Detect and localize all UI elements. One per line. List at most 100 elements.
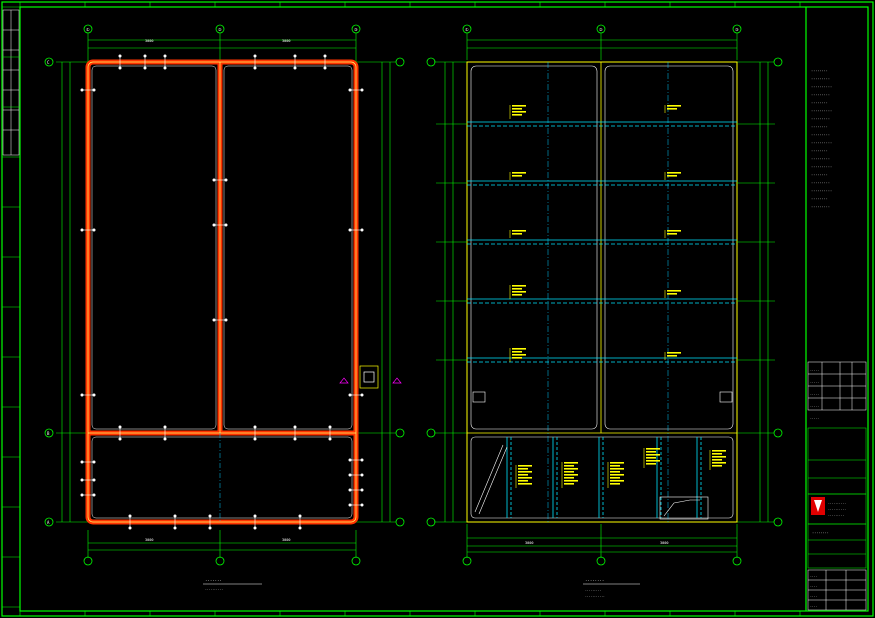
rebar-column xyxy=(552,437,558,518)
left-plan-axis-bubbles xyxy=(44,24,405,566)
rebar-tag xyxy=(607,462,624,488)
right-axis-label-1: ① xyxy=(465,27,469,32)
left-plan-sump-pit xyxy=(339,365,402,389)
left-axis-label-a: A xyxy=(47,520,50,525)
project-line: ········· xyxy=(828,513,844,517)
anchor-symbol xyxy=(80,478,96,482)
left-foundation-plan: ① ② ③ C B A 3000 3000 3000 3000 xyxy=(44,24,405,591)
sheet-row-text: ···· xyxy=(810,594,817,598)
note-line: ·········· xyxy=(811,109,832,113)
rebar-tag xyxy=(664,352,681,360)
left-axis-label-1: ① xyxy=(86,27,90,32)
sheet-row-text: ···· xyxy=(810,604,817,608)
right-plan-caption: ········ xyxy=(585,578,604,583)
left-axis-label-b: B xyxy=(47,431,50,436)
right-plan-rebar-tags xyxy=(509,105,726,488)
sheet-row-text: ···· xyxy=(810,584,817,588)
anchor-symbol xyxy=(348,458,364,462)
rebar-tag xyxy=(643,448,660,468)
anchor-symbol xyxy=(298,514,302,530)
note-line: ·········· xyxy=(811,141,832,145)
rebar-tag xyxy=(509,172,526,180)
rebar-band xyxy=(436,180,775,186)
rebar-tag xyxy=(664,230,681,238)
right-reinforcement-plan: ① ② ③ 3000 3000 xyxy=(426,24,783,598)
drawing-title: ········ xyxy=(812,531,829,535)
right-plan-slab-outline xyxy=(466,61,738,523)
anchor-symbol xyxy=(348,503,364,507)
note-line: ········· xyxy=(811,117,830,121)
title-row-text: ····· xyxy=(810,416,819,420)
anchor-symbol xyxy=(80,88,96,92)
anchor-symbol xyxy=(293,54,297,70)
anchor-symbol xyxy=(118,54,122,70)
left-plan-anchor-symbols xyxy=(80,54,364,530)
anchor-symbol xyxy=(348,393,364,397)
note-line: ········· xyxy=(811,93,830,97)
anchor-symbol xyxy=(173,514,177,530)
title-block-texts: ········································… xyxy=(810,368,846,608)
rebar-tag xyxy=(561,462,578,488)
sheet-row-text: ···· xyxy=(810,574,817,578)
title-row-text: ····· xyxy=(810,404,819,408)
anchor-symbol xyxy=(348,488,364,492)
anchor-symbol xyxy=(253,54,257,70)
anchor-symbol xyxy=(253,514,257,530)
left-plan-note: ·········· xyxy=(205,587,223,591)
left-plan-walls xyxy=(85,59,359,525)
rebar-tag xyxy=(509,348,526,362)
right-plan-ramp xyxy=(472,391,733,520)
note-line: ········ xyxy=(811,125,828,129)
rebar-band xyxy=(436,239,775,245)
anchor-symbol xyxy=(212,223,228,227)
right-plan-dimensions xyxy=(434,33,774,558)
rebar-tag xyxy=(709,450,726,470)
left-top-dim-2: 3000 xyxy=(282,39,290,43)
project-line: ·········· xyxy=(828,501,846,505)
anchor-symbol xyxy=(118,425,122,441)
anchor-symbol xyxy=(80,393,96,397)
anchor-symbol xyxy=(212,318,228,322)
rebar-column xyxy=(506,437,512,518)
anchor-symbol xyxy=(253,425,257,441)
anchor-symbol xyxy=(348,473,364,477)
title-row-text: ····· xyxy=(810,380,819,384)
right-plan-note-2: ··········· xyxy=(585,594,605,598)
note-line: ·········· xyxy=(811,165,832,169)
left-axis-label-c: C xyxy=(47,60,50,65)
right-plan-axis-bubbles xyxy=(426,24,783,566)
rebar-tag xyxy=(509,230,526,238)
left-binding-strip xyxy=(2,9,20,156)
anchor-symbol xyxy=(212,178,228,182)
left-plan-top-dimensions xyxy=(56,33,396,558)
anchor-symbol xyxy=(163,54,167,70)
rebar-tag xyxy=(664,172,681,180)
right-bottom-dim-1: 3000 xyxy=(525,541,533,545)
anchor-symbol xyxy=(128,514,132,530)
left-bottom-dim-1: 3000 xyxy=(145,538,153,542)
anchor-symbol xyxy=(293,425,297,441)
note-line: ········· xyxy=(811,77,830,81)
rebar-band xyxy=(436,121,775,127)
anchor-symbol xyxy=(80,460,96,464)
rebar-tag xyxy=(664,105,681,113)
anchor-symbol xyxy=(328,425,332,441)
title-row-text: ····· xyxy=(810,392,819,396)
border-grid-ticks xyxy=(2,2,801,616)
anchor-symbol xyxy=(143,54,147,70)
note-line: ·········· xyxy=(811,85,832,89)
anchor-symbol xyxy=(323,54,327,70)
anchor-symbol xyxy=(163,425,167,441)
left-top-dim-1: 3000 xyxy=(145,39,153,43)
anchor-symbol xyxy=(348,228,364,232)
note-line: ········ xyxy=(811,197,828,201)
right-axis-label-3: ③ xyxy=(735,27,739,32)
note-line: ·········· xyxy=(811,189,832,193)
anchor-symbol xyxy=(208,514,212,530)
left-plan-caption: ······· xyxy=(205,578,222,583)
note-line: ········· xyxy=(811,181,830,185)
rebar-band xyxy=(436,298,775,304)
anchor-symbol xyxy=(348,88,364,92)
